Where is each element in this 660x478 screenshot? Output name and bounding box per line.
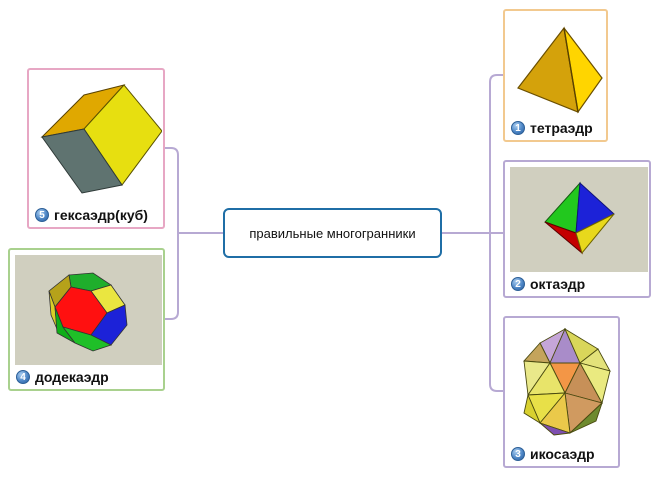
icosahedron-image: [510, 323, 617, 441]
node-label-tetrahedron: тетраэдр: [530, 120, 593, 136]
number-badge-5: 5: [35, 208, 49, 222]
node-icosahedron[interactable]: 3 икосаэдр: [503, 316, 620, 468]
number-badge-3: 3: [511, 447, 525, 461]
hexahedron-image: [34, 75, 162, 203]
center-topic[interactable]: правильные многогранники: [223, 208, 442, 258]
node-dodecahedron[interactable]: 4 додекаэдр: [8, 248, 165, 391]
node-label-hexahedron: гексаэдр(куб): [54, 207, 148, 223]
node-octahedron[interactable]: 2 октаэдр: [503, 160, 651, 298]
node-label-octahedron: октаэдр: [530, 276, 586, 292]
node-label-icosahedron: икосаэдр: [530, 446, 595, 462]
node-hexahedron[interactable]: 5 гексаэдр(куб): [27, 68, 165, 229]
center-topic-label: правильные многогранники: [249, 225, 416, 241]
node-label-dodecahedron: додекаэдр: [35, 369, 109, 385]
node-tetrahedron[interactable]: 1 тетраэдр: [503, 9, 608, 142]
dodecahedron-image: [15, 255, 162, 365]
tetrahedron-image: [510, 16, 605, 118]
number-badge-2: 2: [511, 277, 525, 291]
number-badge-4: 4: [16, 370, 30, 384]
number-badge-1: 1: [511, 121, 525, 135]
octahedron-image: [510, 167, 648, 272]
